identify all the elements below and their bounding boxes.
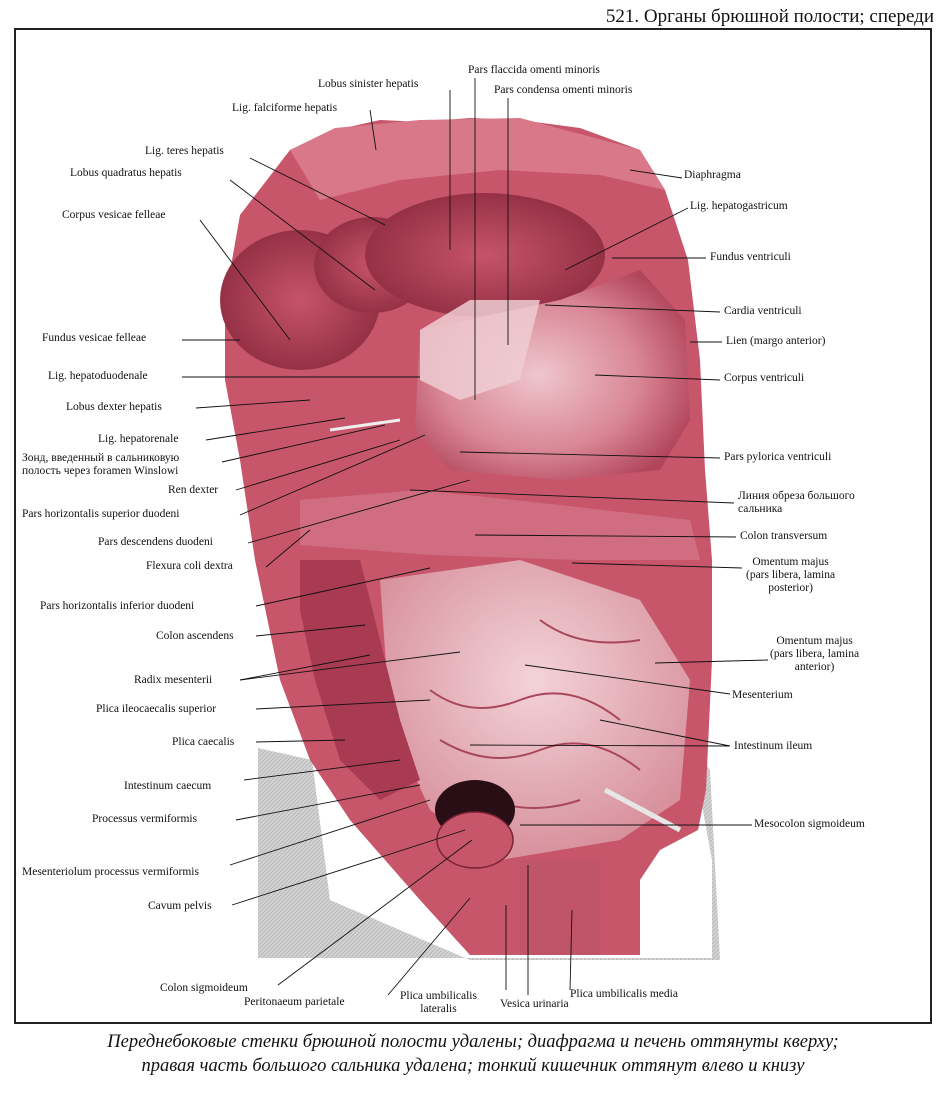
- label-colon-sigmoideum: Colon sigmoideum: [160, 982, 248, 994]
- label-corpus-vesicae-felleae: Corpus vesicae felleae: [62, 209, 166, 221]
- label-vesica-urinaria: Vesica urinaria: [500, 998, 569, 1010]
- label-pars-descendens-duodeni: Pars descendens duodeni: [98, 536, 213, 548]
- label-plica-caecalis: Plica caecalis: [172, 736, 235, 748]
- label-corpus-ventriculi: Corpus ventriculi: [724, 372, 805, 384]
- label-pars-condensa: Pars condensa omenti minoris: [494, 84, 633, 96]
- label-omentum-posterior: Omentum majus (pars libera, lamina poste…: [746, 556, 836, 594]
- label-cardia-ventriculi: Cardia ventriculi: [724, 305, 802, 317]
- label-colon-ascendens: Colon ascendens: [156, 630, 234, 642]
- label-zond: Зонд, введенный в сальниковую полость че…: [22, 452, 180, 477]
- label-plica-umbilicalis-lateralis: Plica umbilicalis lateralis: [400, 990, 477, 1015]
- label-pars-pylorica: Pars pylorica ventriculi: [724, 451, 832, 463]
- label-processus-vermiformis: Processus vermiformis: [92, 813, 198, 825]
- figure-caption: Переднебоковые стенки брюшной полости уд…: [107, 1032, 839, 1076]
- label-pars-horizontalis-inferior-duodeni: Pars horizontalis inferior duodeni: [40, 600, 195, 612]
- label-mesenterium: Mesenterium: [732, 689, 793, 701]
- label-lobus-quadratus-hepatis: Lobus quadratus hepatis: [70, 167, 182, 179]
- ascending-colon: [300, 560, 420, 800]
- label-lig-hepatogastricum: Lig. hepatogastricum: [690, 200, 788, 212]
- label-mesocolon-sigmoideum: Mesocolon sigmoideum: [754, 818, 865, 830]
- label-colon-transversum: Colon transversum: [740, 530, 828, 542]
- label-lig-hepatoduodenale: Lig. hepatoduodenale: [48, 370, 148, 382]
- lesser-omentum: [420, 300, 540, 400]
- label-ren-dexter: Ren dexter: [168, 484, 219, 496]
- diaphragm: [290, 118, 665, 200]
- label-diaphragma: Diaphragma: [684, 169, 741, 181]
- figure-header: 521. Органы брюшной полости; спереди: [605, 6, 934, 27]
- urinary-bladder: [520, 860, 600, 955]
- label-peritonaeum-parietale: Peritonaeum parietale: [244, 996, 345, 1008]
- probe-sigmoid: [603, 787, 682, 833]
- label-intestinum-caecum: Intestinum caecum: [124, 780, 212, 792]
- label-mesenteriolum: Mesenteriolum processus vermiformis: [22, 866, 199, 878]
- leader-lines: [182, 78, 769, 996]
- label-pars-flaccida: Pars flaccida omenti minoris: [468, 64, 600, 76]
- label-lobus-sinister-hepatis: Lobus sinister hepatis: [318, 78, 419, 90]
- label-intestinum-ileum: Intestinum ileum: [734, 740, 813, 752]
- abdominal-wall-gray: [258, 740, 720, 960]
- label-lig-teres-hepatis: Lig. teres hepatis: [145, 145, 224, 157]
- label-lig-hepatorenale: Lig. hepatorenale: [98, 433, 179, 445]
- label-lig-falciforme-hepatis: Lig. falciforme hepatis: [232, 102, 338, 114]
- transverse-colon: [300, 490, 700, 560]
- label-lobus-dexter-hepatis: Lobus dexter hepatis: [66, 401, 162, 413]
- label-lien: Lien (margo anterior): [726, 335, 826, 347]
- label-omentum-anterior: Omentum majus (pars libera, lamina anter…: [770, 635, 860, 673]
- sigmoid-colon: [436, 811, 514, 869]
- label-liniya-obreza: Линия обреза большого сальника: [738, 490, 855, 515]
- label-pars-horizontalis-superior-duodeni: Pars horizontalis superior duodeni: [22, 508, 180, 520]
- intestine-folds: [429, 619, 641, 809]
- probe: [329, 418, 401, 432]
- label-fundus-ventriculi: Fundus ventriculi: [710, 251, 791, 263]
- label-fundus-vesicae-felleae: Fundus vesicae felleae: [42, 332, 147, 344]
- label-flexura-coli-dextra: Flexura coli dextra: [146, 560, 233, 572]
- label-cavum-pelvis: Cavum pelvis: [148, 900, 212, 912]
- label-plica-ileocaecalis-superior: Plica ileocaecalis superior: [96, 703, 217, 715]
- label-plica-umbilicalis-media: Plica umbilicalis media: [570, 988, 678, 1000]
- liver-left-lobe: [365, 193, 605, 317]
- label-radix-mesenterii: Radix mesenterii: [134, 674, 213, 686]
